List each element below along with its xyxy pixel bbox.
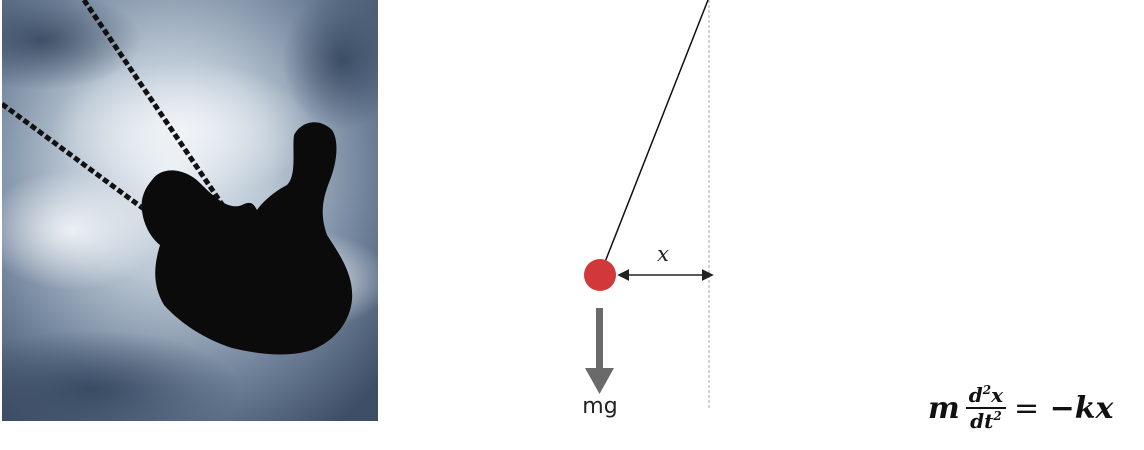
gravity-force-arrow [585, 308, 614, 394]
denominator-exponent: 2 [993, 409, 1002, 423]
gravity-force-label: mg [582, 394, 618, 419]
numerator-exponent: 2 [982, 383, 992, 397]
equation-right-side: = −kx [1014, 391, 1113, 426]
child-silhouette [141, 122, 353, 355]
pendulum-string [604, 0, 709, 263]
numerator-x: x [991, 383, 1004, 407]
fraction-denominator: dt2 [967, 409, 1005, 432]
denominator-dt: dt [970, 409, 994, 433]
pendulum-bob [584, 259, 616, 291]
numerator-d: d [968, 383, 983, 407]
fraction-numerator: d2x [965, 383, 1007, 409]
swing-photo [2, 0, 378, 421]
equation-of-motion: m d2x dt2 = −kx [928, 380, 1113, 436]
swing-chain [2, 0, 237, 224]
equation-mass: m [928, 390, 960, 426]
displacement-label: x [657, 242, 669, 266]
restoring-force-term: −kx [1049, 390, 1114, 426]
equals-sign: = [1014, 390, 1040, 426]
second-derivative-fraction: d2x dt2 [965, 383, 1007, 432]
